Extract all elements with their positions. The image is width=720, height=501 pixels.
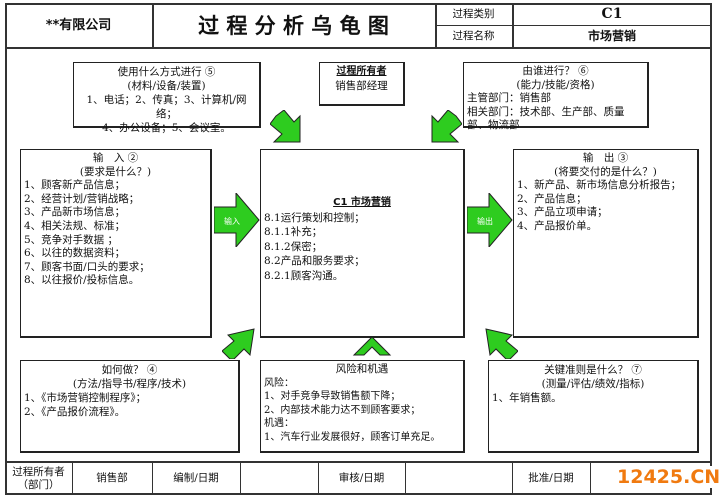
arrow-up-right-icon: [222, 328, 255, 359]
list-item: 1、对手竞争导致销售额下降；: [264, 391, 401, 402]
list-item: 机遇：: [264, 418, 294, 429]
category-value: C1: [601, 5, 623, 22]
output-title: 输 出 ③: [582, 152, 629, 164]
input-title: 输 入 ②: [92, 152, 139, 164]
list-item: 6、以往的数据资料；: [24, 247, 126, 260]
list-item: 1、新产品、新市场信息分析报告；: [517, 179, 682, 192]
page-title: 过 程 分 析 乌 龟 图: [198, 13, 389, 38]
divider: [152, 3, 154, 48]
divider: [240, 461, 241, 495]
output-arrow-label: 输出: [477, 216, 493, 226]
list-item: 1、《市场营销控制程序》；: [24, 392, 147, 404]
list-item: 4、相关法规、标准；: [24, 219, 126, 232]
arrow-down-left-icon: [431, 110, 462, 143]
name-value: 市场营销: [587, 29, 636, 43]
list-item: 1、电话；2、传真；3、计算机/网络；: [86, 94, 247, 120]
footer-reviewed-value[interactable]: [405, 462, 512, 495]
divider: [5, 47, 712, 49]
methods-box: 使用什么方式进行 ⑤ (材料/设备/装置) 1、电话；2、传真；3、计算机/网络…: [73, 62, 261, 134]
output-arrow-icon: 输出: [467, 193, 513, 247]
criteria-box: 关键准则是什么？ ⑦ (测量/评估/绩效/指标) 1、年销售额。: [488, 360, 699, 453]
who-subtitle: (能力/技能/资格): [516, 78, 595, 91]
list-item: 4、办公设备；5、会议室。: [102, 122, 231, 134]
diagram-frame: [5, 3, 712, 495]
owner-title: 过程所有者: [336, 66, 387, 77]
who-box: 由谁进行？ ⑥ (能力/技能/资格) 主管部门：销售部 相关部门：技术部、生产部…: [463, 62, 649, 131]
methods-subtitle: (材料/设备/装置): [127, 80, 206, 92]
footer-reviewed-label: 审核/日期: [338, 472, 385, 484]
company-name: **有限公司: [45, 18, 112, 33]
list-item: 4、产品报价单。: [517, 219, 598, 232]
input-arrow-icon: 输入: [214, 193, 260, 247]
process-title: C1 市场营销: [333, 197, 391, 208]
list-item: 2、内部技术能力达不到顾客要求；: [264, 404, 421, 416]
list-item: 风险：: [264, 377, 294, 389]
divider: [318, 461, 319, 495]
list-item: 1、年销售额。: [492, 392, 562, 404]
list-item: 2、经营计划/营销战略；: [24, 192, 140, 205]
criteria-title: 关键准则是什么？ ⑦: [544, 364, 642, 376]
list-item: 8.1运行策划和控制；: [264, 211, 365, 224]
divider: [5, 461, 712, 463]
list-item: 8.1.1补充；: [264, 226, 323, 238]
divider: [512, 461, 513, 495]
criteria-subtitle: (测量/评估/绩效/指标): [541, 378, 645, 390]
process-box: C1 市场营销 8.1运行策划和控制； 8.1.1补充； 8.1.2保密； 8.…: [260, 149, 465, 338]
risk-box: 风险和机遇 风险： 1、对手竞争导致销售额下降； 2、内部技术能力达不到顾客要求…: [260, 360, 465, 453]
output-box: 输 出 ③ (将要交付的是什么？) 1、新产品、新市场信息分析报告； 2、产品信…: [513, 149, 699, 338]
category-label: 过程类别: [452, 7, 495, 20]
divider: [435, 25, 712, 26]
list-item: 8.2.1顾客沟通。: [264, 269, 344, 282]
name-label: 过程名称: [452, 30, 495, 42]
list-item: 主管部门：销售部: [467, 92, 551, 104]
list-item: 相关部门：技术部、生产部、质量部、物流部: [467, 105, 625, 132]
owner-box: 过程所有者 销售部经理: [319, 62, 405, 106]
arrow-up-left-icon: [485, 328, 518, 359]
list-item: 1、汽车行业发展很好，顾客订单充足。: [264, 431, 441, 443]
how-title: 如何做？ ④: [101, 364, 158, 376]
list-item: 1、顾客新产品信息；: [24, 179, 126, 192]
footer-prepared-label: 编制/日期: [173, 472, 219, 484]
list-item: 7、顾客书面/口头的要求；: [24, 260, 150, 273]
footer-prepared-value[interactable]: [240, 462, 318, 495]
how-box: 如何做？ ④ (方法/指导书/程序/技术) 1、《市场营销控制程序》； 2、《产…: [20, 360, 240, 453]
list-item: 5、竞争对手数据 ；: [24, 233, 119, 246]
how-subtitle: (方法/指导书/程序/技术): [72, 378, 187, 390]
watermark-text: 12425.CN: [617, 466, 720, 488]
list-item: 2、《产品报价流程》。: [24, 406, 126, 418]
list-item: 8.1.2保密；: [264, 240, 323, 253]
list-item: 8、以往报价/投标信息。: [24, 274, 140, 287]
footer-approved-label: 批准/日期: [528, 472, 574, 484]
risk-title: 风险和机遇: [335, 363, 389, 375]
input-arrow-label: 输入: [224, 216, 240, 226]
input-subtitle: (要求是什么？): [79, 165, 152, 178]
who-title: 由谁进行？ ⑥: [522, 65, 589, 77]
list-item: 3、产品立项申请；: [517, 206, 608, 219]
list-item: 3、产品新市场信息；: [24, 206, 126, 219]
divider: [590, 461, 591, 495]
watermark: 12425.CN: [614, 466, 720, 488]
methods-title: 使用什么方式进行 ⑤: [117, 66, 216, 78]
arrow-up-icon: [352, 336, 392, 356]
divider: [405, 461, 406, 495]
footer-owner-value: 销售部: [96, 472, 128, 484]
output-subtitle: (将要交付的是什么？): [554, 165, 657, 178]
list-item: 2、产品信息；: [517, 192, 587, 205]
input-box: 输 入 ② (要求是什么？) 1、顾客新产品信息； 2、经营计划/营销战略； 3…: [20, 149, 212, 338]
footer-owner-label: 过程所有者（部门）: [12, 465, 65, 491]
divider: [152, 461, 153, 495]
arrow-down-right-icon: [270, 110, 301, 143]
divider: [72, 461, 73, 495]
owner-value: 销售部经理: [335, 80, 388, 92]
list-item: 8.2产品和服务要求；: [264, 255, 365, 267]
